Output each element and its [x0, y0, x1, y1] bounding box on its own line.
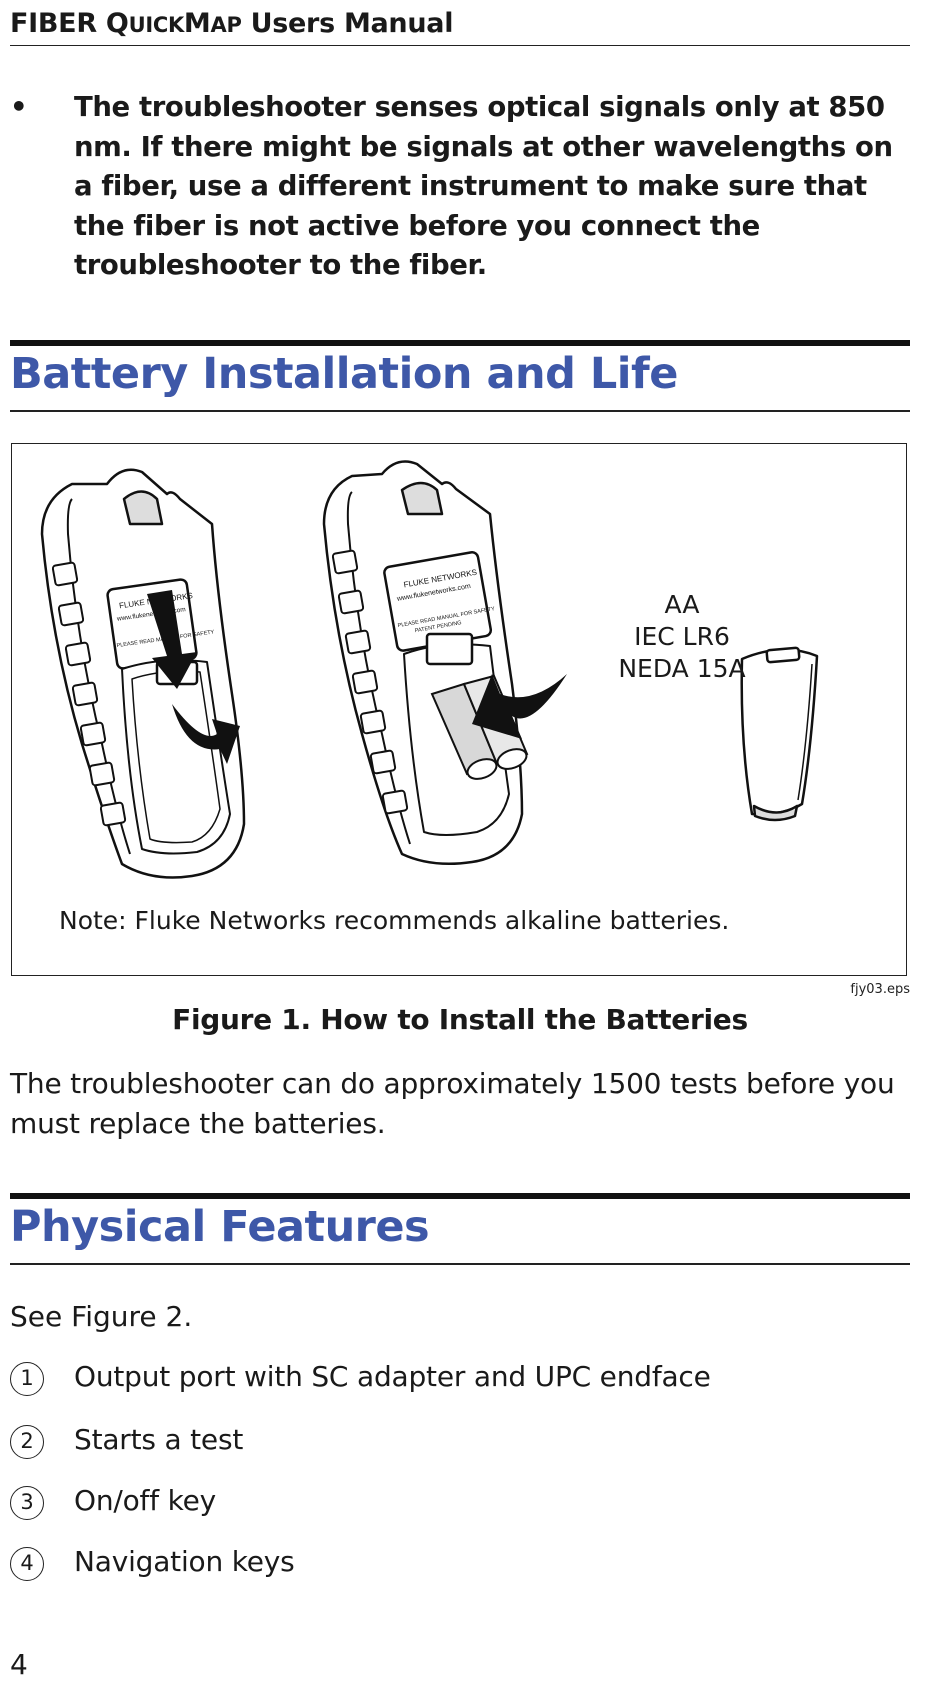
feature-text: Output port with SC adapter and UPC endf…: [74, 1360, 711, 1393]
page-number: 4: [10, 1648, 28, 1681]
battery-cover: [740, 646, 819, 822]
battery-type-aa: AA: [664, 590, 700, 619]
press-down-arrow: [147, 590, 197, 689]
device-back-closed: FLUKE NETWORKS www.flukenetworks.com PLE…: [40, 468, 246, 879]
section-rule-top: [10, 1193, 910, 1199]
section-rule-bottom: [10, 410, 910, 412]
battery-installation-illustration: FLUKE NETWORKS www.flukenetworks.com PLE…: [40, 460, 819, 879]
slide-cover-arrow: [172, 704, 240, 764]
battery-type-iec: IEC LR6: [634, 622, 730, 651]
header-title-part1: FIBER: [10, 8, 106, 39]
header-title-uick: UICK: [128, 13, 185, 37]
device-back-open: FLUKE NETWORKS www.flukenetworks.com PLE…: [322, 460, 524, 866]
feature-item: 4 Navigation keys: [10, 1545, 910, 1587]
feature-number-badge: 1: [10, 1362, 44, 1396]
feature-text: Navigation keys: [74, 1545, 295, 1578]
section-heading-battery: Battery Installation and Life: [10, 349, 678, 399]
feature-item: 2 Starts a test: [10, 1423, 910, 1465]
figure-1-box: FLUKE NETWORKS www.flukenetworks.com PLE…: [11, 443, 907, 976]
section-rule-bottom: [10, 1263, 910, 1265]
section-rule-top: [10, 340, 910, 346]
feature-text: On/off key: [74, 1484, 216, 1517]
running-header: FIBER QUICKMAP Users Manual: [10, 8, 910, 46]
feature-text: Starts a test: [74, 1423, 244, 1456]
header-title-part2: Users Manual: [241, 8, 454, 39]
feature-item: 3 On/off key: [10, 1484, 910, 1526]
warning-bullet: • The troubleshooter senses optical sign…: [10, 88, 910, 286]
figure-caption: Figure 1. How to Install the Batteries: [172, 1003, 748, 1036]
feature-number-badge: 3: [10, 1486, 44, 1520]
battery-life-paragraph: The troubleshooter can do approximately …: [10, 1067, 895, 1140]
insert-battery-arrow: [472, 674, 567, 739]
battery-type-neda: NEDA 15A: [618, 654, 746, 683]
header-title-m: M: [183, 8, 211, 39]
section-heading-physical: Physical Features: [10, 1202, 430, 1252]
feature-item: 1 Output port with SC adapter and UPC en…: [10, 1360, 910, 1402]
feature-number-badge: 4: [10, 1547, 44, 1581]
bullet-marker: •: [10, 91, 28, 123]
battery-spec: AA IEC LR6 NEDA 15A: [602, 589, 762, 685]
header-title-ap: AP: [210, 13, 242, 37]
figure-note: Note: Fluke Networks recommends alkaline…: [59, 906, 730, 935]
see-figure-text: See Figure 2.: [10, 1300, 193, 1333]
header-title-q: Q: [105, 8, 129, 39]
bullet-text: The troubleshooter senses optical signal…: [74, 91, 893, 281]
figure-file-name: fjy03.eps: [850, 982, 910, 997]
feature-number-badge: 2: [10, 1425, 44, 1459]
